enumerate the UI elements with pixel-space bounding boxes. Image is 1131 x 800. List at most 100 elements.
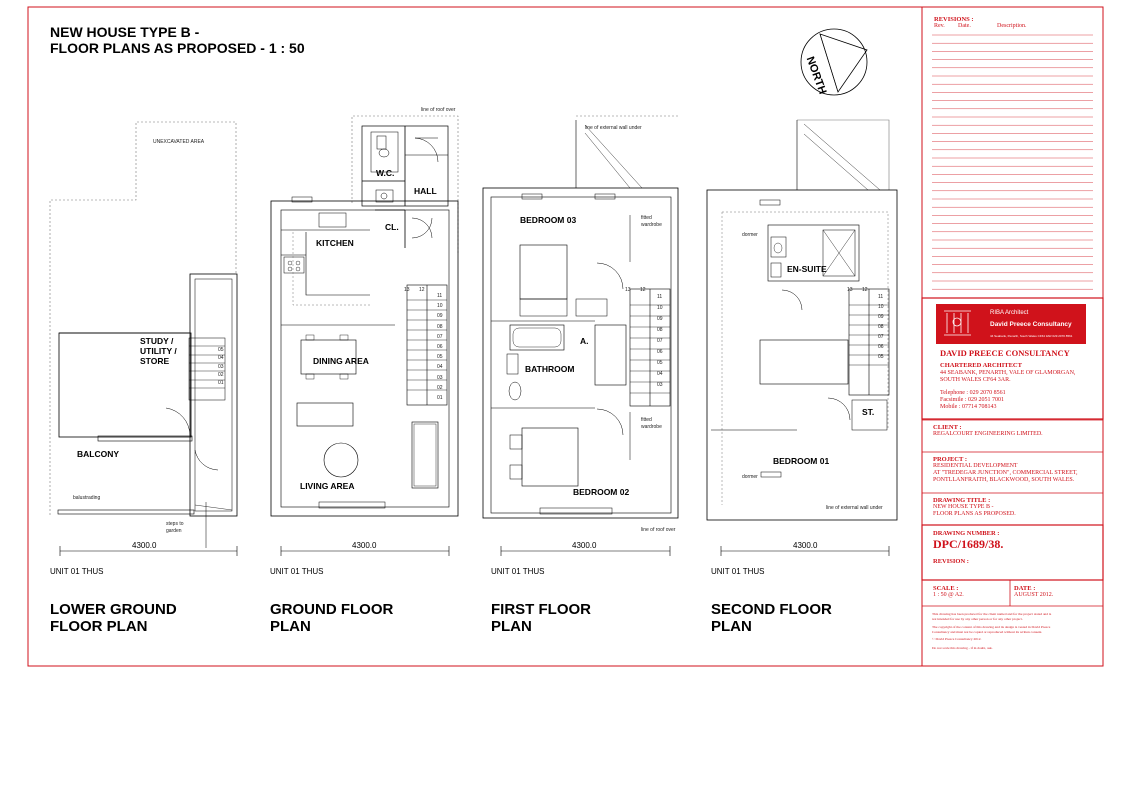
stair-tread-number: 12: [862, 287, 868, 293]
dimension-label: 4300.0: [793, 541, 818, 550]
room-label-store: STORE: [140, 356, 170, 366]
date-heading: DATE :: [1014, 585, 1036, 592]
unit-label: UNIT 01 THUS: [270, 567, 324, 576]
rev-col: Description.: [997, 23, 1027, 29]
stair-tread-number: 11: [878, 294, 884, 300]
note-balustrading: balustrading: [73, 495, 101, 501]
dimension-lines: [59, 546, 890, 556]
stair-tread-number: 08: [878, 324, 884, 330]
stair-tread-number: 06: [657, 349, 663, 355]
ground-floor-plan-drawing: [270, 115, 459, 517]
note-garden: garden: [166, 528, 182, 534]
disclaimer-1: This drawing has been produced for the c…: [932, 612, 1052, 616]
unit-label: UNIT 01 THUS: [50, 567, 104, 576]
client-value: REGALCOURT ENGINEERING LIMITED.: [933, 431, 1043, 437]
stair-tread-number: 03: [218, 363, 224, 370]
room-label-utility: UTILITY /: [140, 346, 177, 356]
dimension-label: 4300.0: [352, 541, 377, 550]
stair-tread-number: 03: [437, 374, 443, 381]
scale-value: 1 : 50 @ A2.: [933, 592, 964, 598]
drawing-number-heading: DRAWING NUMBER :: [933, 530, 1000, 537]
logo-text-1: RIBA Architect: [990, 310, 1029, 316]
note-roof-over: line of roof over: [421, 107, 456, 113]
stair-tread-number: 04: [437, 364, 443, 371]
stair-tread-number: 07: [878, 334, 884, 340]
logo-text-2: David Preece Consultancy: [990, 321, 1072, 328]
room-label-bedroom-01: BEDROOM 01: [773, 456, 830, 466]
stair-tread-number: 05: [437, 354, 443, 361]
stair-tread-number: 05: [218, 347, 224, 353]
stair-tread-number: 12: [640, 287, 646, 293]
drawing-title-2: FLOOR PLANS AS PROPOSED.: [933, 511, 1016, 517]
stair-tread-number: 11: [657, 294, 663, 300]
rev-col: Date.: [958, 23, 971, 29]
stair-tread-number: 06: [878, 344, 884, 350]
room-label-airing: A.: [580, 336, 589, 346]
room-label-bedroom-03: BEDROOM 03: [520, 215, 577, 225]
unit-label: UNIT 01 THUS: [491, 567, 545, 576]
first-floor-plan-drawing: [482, 115, 679, 519]
note-roof-over: line of roof over: [641, 527, 676, 533]
stair-tread-number: 09: [878, 314, 884, 320]
logo-text-3: 44 Seabank, Penarth, South Wales CF64 3A…: [990, 334, 1073, 338]
stair-tread-number: 08: [437, 323, 443, 330]
title-block-lines: [921, 34, 1104, 607]
stair-tread-number: 01: [437, 395, 443, 401]
stair-tread-number: 09: [437, 313, 443, 320]
scale-warning: Do not scale this drawing - if in doubt,…: [932, 646, 993, 650]
room-label-hall: HALL: [414, 186, 437, 196]
client-heading: CLIENT :: [933, 424, 962, 431]
stair-tread-number: 02: [437, 384, 443, 391]
project-line-1: RESIDENTIAL DEVELOPMENT: [933, 463, 1018, 469]
company-fax: Facsimile : 029 2051 7001: [940, 397, 1004, 403]
stair-tread-number: 09: [657, 316, 663, 322]
drawing-heading-line2: FLOOR PLANS AS PROPOSED - 1 : 50: [50, 40, 305, 56]
note-fitted: fitted: [641, 215, 652, 221]
room-label-dining: DINING AREA: [313, 356, 369, 366]
scale-heading: SCALE :: [933, 585, 959, 592]
stair-tread-number: 02: [218, 371, 224, 378]
stair-tread-number: 10: [437, 303, 443, 310]
company-address-1: 44 SEABANK, PENARTH, VALE OF GLAMORGAN,: [940, 370, 1076, 376]
stair-tread-number: 11: [437, 293, 443, 299]
room-label-cloak: CL.: [385, 222, 399, 232]
revision-heading: REVISION :: [933, 558, 969, 565]
stair-tread-number: 08: [657, 327, 663, 333]
stair-tread-number: 01: [218, 380, 224, 387]
disclaimer-2: not intended for use by any other person…: [932, 617, 1023, 621]
revisions-heading: REVISIONS :: [934, 16, 974, 23]
stair-tread-number: 13: [625, 287, 631, 293]
company-subtitle: CHARTERED ARCHITECT: [940, 362, 1022, 369]
stair-tread-number: 05: [657, 360, 663, 366]
stair-tread-number: 12: [419, 287, 425, 293]
stair-tread-number: 04: [218, 355, 224, 362]
note-fitted: fitted: [641, 417, 652, 423]
note-external-wall: line of external wall under: [826, 505, 883, 511]
room-label-bathroom: BATHROOM: [525, 364, 575, 374]
disclaimer-4: Consultancy and must not be copied or re…: [932, 630, 1043, 634]
date-value: AUGUST 2012.: [1014, 592, 1054, 598]
room-label-study: STUDY /: [140, 336, 174, 346]
stair-tread-number: 10: [657, 305, 663, 311]
project-line-3: PONTLLANFRAITH, BLACKWOOD, SOUTH WALES.: [933, 477, 1075, 483]
note-unexcavated: UNEXCAVATED AREA: [153, 139, 205, 145]
drawing-title-1: NEW HOUSE TYPE B -: [933, 504, 994, 510]
drawing-title-heading: DRAWING TITLE :: [933, 497, 991, 504]
rev-col: Rev.: [934, 23, 945, 29]
room-label-balcony: BALCONY: [77, 449, 120, 459]
copyright-note: © David Preece Consultancy 2012.: [932, 637, 982, 641]
second-floor-plan-drawing: [706, 119, 898, 521]
disclaimer-3: The copyright of the content of this dra…: [932, 625, 1051, 629]
riba-logo: [936, 304, 1086, 344]
company-address-2: SOUTH WALES CF64 3AR.: [940, 377, 1011, 383]
note-wardrobe: wardrobe: [641, 424, 662, 430]
note-dormer: dormer: [742, 232, 758, 238]
stair-tread-number: 07: [437, 333, 443, 340]
stair-tread-number: 13: [404, 287, 410, 293]
stair-tread-number: 03: [657, 382, 663, 388]
